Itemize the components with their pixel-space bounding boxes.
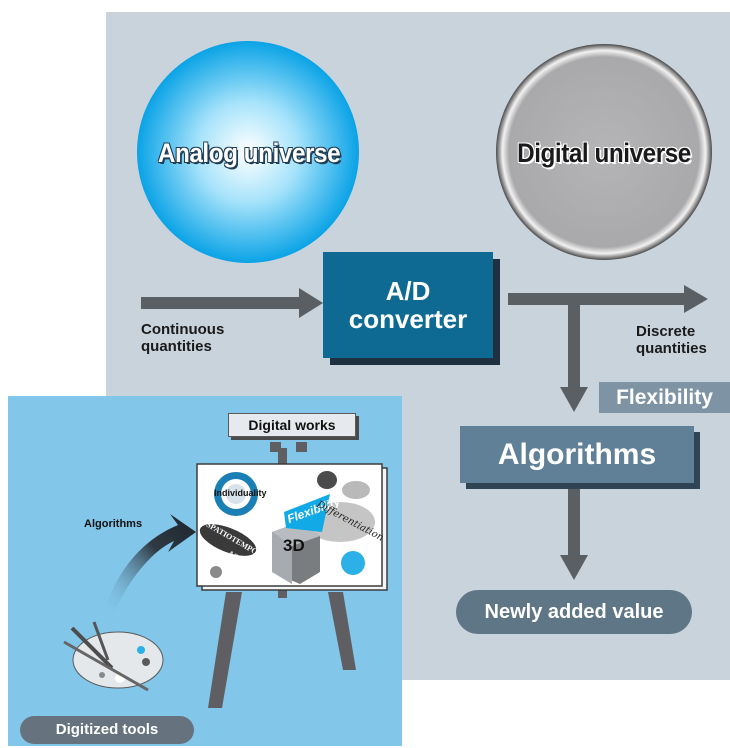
analog-universe-label: Analog universe (157, 138, 341, 168)
digital-universe-label: Digital universe (517, 138, 691, 168)
algorithms-arrow-label: Algorithms (84, 518, 143, 530)
digitized-tools-pill: Digitized tools (20, 716, 194, 744)
newly-added-value-pill: Newly added value (456, 590, 692, 634)
flexibility-tag: Flexibility (599, 382, 730, 413)
palette-icon (63, 621, 164, 692)
continuous-label-line-1: Continuous (141, 321, 225, 338)
discrete-label-line-2: quantities (636, 340, 707, 357)
canvas-word-individuality: Individuality (214, 488, 267, 498)
digital-universe-sphere (496, 44, 712, 260)
converter-line-2: converter (348, 304, 468, 334)
input-arrow (141, 288, 323, 318)
output-arrow (508, 285, 708, 412)
canvas-word-3d: 3D (283, 536, 305, 555)
algorithm-curve-arrow (104, 514, 196, 612)
converter-line-1: A/D (385, 276, 431, 306)
continuous-label-line-2: quantities (141, 338, 212, 355)
digital-works-tag: Digital works (228, 413, 356, 437)
discrete-quantities-label: Discrete quantities (636, 323, 707, 357)
algorithms-box: Algorithms (460, 426, 694, 483)
value-arrow (560, 483, 588, 580)
ad-converter-box: A/D converter (323, 252, 493, 358)
analog-universe-sphere (137, 41, 359, 263)
art-canvas (196, 463, 388, 591)
discrete-label-line-1: Discrete (636, 323, 696, 340)
continuous-quantities-label: Continuous quantities (141, 321, 224, 355)
